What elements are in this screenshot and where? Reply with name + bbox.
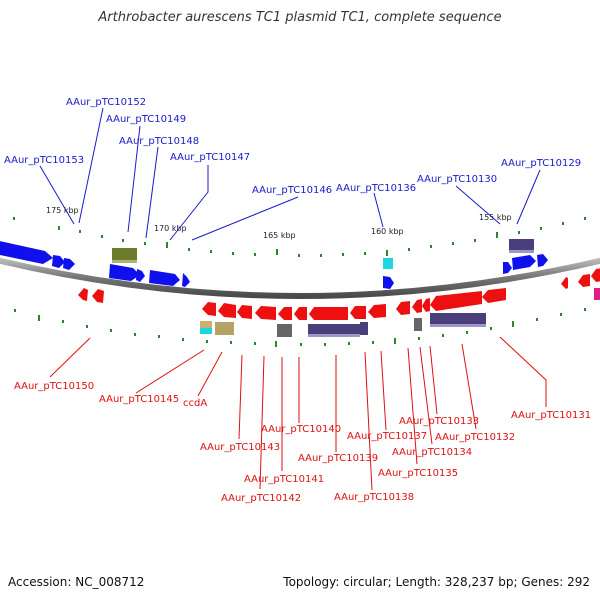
gene-label-AAur_pTC10129[interactable]: AAur_pTC10129 (501, 158, 581, 169)
reverse-leader-lines (49, 336, 547, 491)
gene-arrow[interactable] (136, 269, 145, 282)
gene-arrow[interactable] (503, 262, 512, 274)
gene-label-AAur_pTC10135[interactable]: AAur_pTC10135 (378, 468, 458, 479)
gene-label-AAur_pTC10138[interactable]: AAur_pTC10138 (334, 492, 414, 503)
gene-arrow[interactable] (278, 307, 292, 320)
gene-label-AAur_pTC10152[interactable]: AAur_pTC10152 (66, 97, 146, 108)
gene-label-AAur_pTC10145[interactable]: AAur_pTC10145 (99, 394, 179, 405)
gene-arrow[interactable] (218, 303, 236, 318)
tick-label-165: 165 kbp (263, 231, 296, 240)
gene-label-AAur_pTC10153[interactable]: AAur_pTC10153 (4, 155, 84, 166)
gene-arrow[interactable] (109, 264, 140, 281)
gene-label-ccdA[interactable]: ccdA (183, 398, 207, 409)
gene-block[interactable] (383, 258, 393, 269)
gene-arrow[interactable] (396, 301, 410, 315)
gene-label-AAur_pTC10133[interactable]: AAur_pTC10133 (399, 416, 479, 427)
gene-label-AAur_pTC10149[interactable]: AAur_pTC10149 (106, 114, 186, 125)
gene-label-AAur_pTC10141[interactable]: AAur_pTC10141 (244, 474, 324, 485)
gene-label-AAur_pTC10146[interactable]: AAur_pTC10146 (252, 185, 332, 196)
forward-leader-lines (39, 107, 541, 241)
gene-arrow[interactable] (63, 258, 75, 270)
gene-block[interactable] (277, 324, 292, 337)
gene-arrow[interactable] (294, 307, 307, 320)
gene-label-AAur_pTC10140[interactable]: AAur_pTC10140 (261, 424, 341, 435)
gene-block[interactable] (509, 239, 534, 252)
tick-label-155: 155 kbp (479, 213, 512, 222)
gene-label-AAur_pTC10143[interactable]: AAur_pTC10143 (200, 442, 280, 453)
gene-label-AAur_pTC10137[interactable]: AAur_pTC10137 (347, 431, 427, 442)
gene-block[interactable] (215, 322, 234, 335)
gene-arrow[interactable] (591, 268, 600, 282)
gene-arrow[interactable] (412, 299, 422, 313)
gene-arrow[interactable] (512, 255, 536, 270)
plasmid-backbone (0, 257, 600, 299)
gene-arrow[interactable] (92, 289, 104, 303)
tick-label-175: 175 kbp (46, 206, 79, 215)
tick-label-160: 160 kbp (371, 227, 404, 236)
forward-strand-genes (0, 239, 548, 289)
gene-label-AAur_pTC10150[interactable]: AAur_pTC10150 (14, 381, 94, 392)
gene-label-AAur_pTC10132[interactable]: AAur_pTC10132 (435, 432, 515, 443)
gene-arrow[interactable] (482, 288, 506, 303)
gene-arrow[interactable] (182, 273, 190, 287)
gene-block[interactable] (360, 322, 368, 335)
gene-arrow[interactable] (350, 306, 366, 319)
gene-arrow[interactable] (537, 254, 548, 267)
gene-arrow[interactable] (237, 305, 252, 319)
forward-gene-labels: AAur_pTC10153 AAur_pTC10152 AAur_pTC1014… (4, 97, 581, 196)
gene-arrow[interactable] (0, 240, 53, 264)
gene-arrow[interactable] (430, 291, 482, 311)
gene-label-AAur_pTC10136[interactable]: AAur_pTC10136 (336, 183, 416, 194)
map-title: Arthrobacter aurescens TC1 plasmid TC1, … (98, 10, 502, 25)
gene-block[interactable] (200, 321, 212, 328)
gene-block[interactable] (112, 248, 137, 262)
gene-arrow[interactable] (309, 307, 348, 320)
gene-arrow[interactable] (368, 304, 386, 318)
gene-arrow[interactable] (383, 276, 394, 289)
gene-label-AAur_pTC10130[interactable]: AAur_pTC10130 (417, 174, 497, 185)
gene-block[interactable] (414, 318, 422, 331)
gene-arrow[interactable] (578, 274, 590, 287)
gene-arrow[interactable] (52, 255, 65, 268)
gene-block[interactable] (594, 288, 600, 300)
gene-arrow[interactable] (78, 288, 88, 301)
gene-block[interactable] (200, 328, 212, 334)
gene-arrow[interactable] (561, 277, 568, 289)
gene-label-AAur_pTC10148[interactable]: AAur_pTC10148 (119, 136, 199, 147)
reverse-strand-genes (78, 268, 600, 337)
gene-arrow[interactable] (255, 306, 276, 320)
gene-label-AAur_pTC10139[interactable]: AAur_pTC10139 (298, 453, 378, 464)
gene-arrow[interactable] (149, 270, 180, 286)
inner-tick-ring (14, 308, 586, 347)
accession-text: Accession: NC_008712 (8, 575, 145, 589)
gene-block[interactable] (430, 313, 486, 326)
gene-arrow[interactable] (202, 302, 216, 316)
gene-arrow[interactable] (422, 298, 430, 312)
tick-label-170: 170 kbp (154, 224, 187, 233)
gene-label-AAur_pTC10147[interactable]: AAur_pTC10147 (170, 152, 250, 163)
gene-label-AAur_pTC10142[interactable]: AAur_pTC10142 (221, 493, 301, 504)
reverse-gene-labels: AAur_pTC10150 AAur_pTC10145 ccdA AAur_pT… (14, 381, 591, 504)
gene-label-AAur_pTC10134[interactable]: AAur_pTC10134 (392, 447, 472, 458)
gene-block[interactable] (308, 324, 360, 336)
outer-tick-ring (13, 217, 586, 257)
topology-summary: Topology: circular; Length: 328,237 bp; … (283, 575, 590, 589)
gene-label-AAur_pTC10131[interactable]: AAur_pTC10131 (511, 410, 591, 421)
